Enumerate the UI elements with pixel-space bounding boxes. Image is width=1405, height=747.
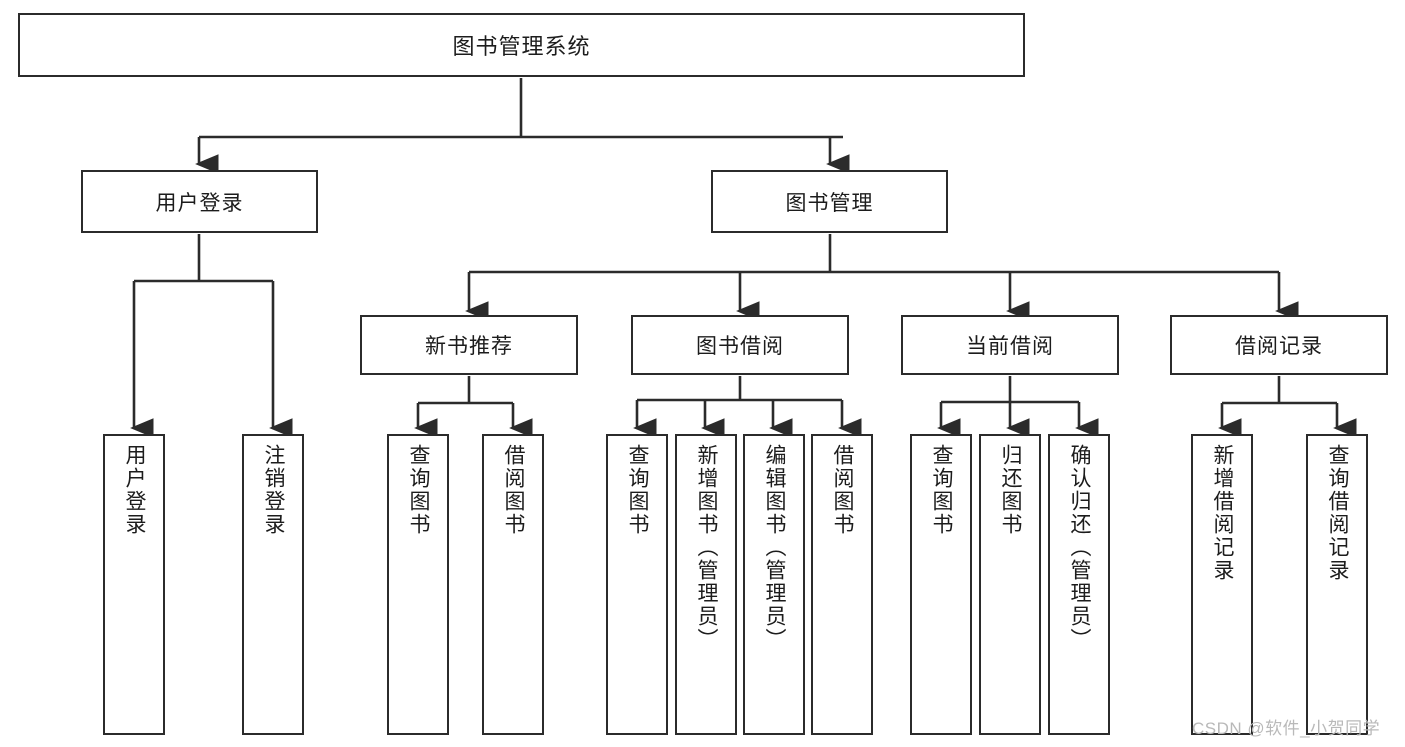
leaf-new-books-borrow[interactable]: 借阅图书 <box>482 434 544 735</box>
node-book-borrow-label: 图书借阅 <box>696 335 784 358</box>
leaf-borrow-edit-book[interactable]: 编辑图书（管理员） <box>743 434 805 735</box>
leaf-user-login-label: 用户登录 <box>123 444 147 536</box>
csdn-watermark: CSDN @软件_小贺同学 <box>1192 719 1381 738</box>
node-book-management-label: 图书管理 <box>785 191 874 215</box>
leaf-user-logout[interactable]: 注销登录 <box>242 434 304 735</box>
node-root-system-label: 图书管理系统 <box>452 34 591 59</box>
leaf-current-return-book-label: 归还图书 <box>999 444 1023 536</box>
leaf-current-confirm-return-label: 确认归还（管理员） <box>1068 444 1092 651</box>
node-user-login-label: 用户登录 <box>155 191 244 215</box>
leaf-new-books-query-label: 查询图书 <box>407 444 431 536</box>
node-borrow-records[interactable]: 借阅记录 <box>1170 315 1388 375</box>
leaf-current-confirm-return[interactable]: 确认归还（管理员） <box>1048 434 1110 735</box>
node-borrow-records-label: 借阅记录 <box>1235 335 1323 358</box>
leaf-user-login[interactable]: 用户登录 <box>103 434 165 735</box>
node-new-book-recommend[interactable]: 新书推荐 <box>360 315 578 375</box>
leaf-records-add[interactable]: 新增借阅记录 <box>1191 434 1253 735</box>
node-current-borrow[interactable]: 当前借阅 <box>901 315 1119 375</box>
node-book-borrow[interactable]: 图书借阅 <box>631 315 849 375</box>
leaf-records-query[interactable]: 查询借阅记录 <box>1306 434 1368 735</box>
leaf-borrow-query-book[interactable]: 查询图书 <box>606 434 668 735</box>
node-user-login[interactable]: 用户登录 <box>81 170 318 233</box>
leaf-borrow-add-book-label: 新增图书（管理员） <box>695 444 719 651</box>
node-new-book-recommend-label: 新书推荐 <box>425 335 513 358</box>
leaf-borrow-edit-book-label: 编辑图书（管理员） <box>763 444 787 651</box>
leaf-borrow-borrow-book[interactable]: 借阅图书 <box>811 434 873 735</box>
node-root-system[interactable]: 图书管理系统 <box>18 13 1025 77</box>
leaf-records-add-label: 新增借阅记录 <box>1211 444 1235 582</box>
leaf-user-logout-label: 注销登录 <box>262 444 286 536</box>
leaf-current-query-book-label: 查询图书 <box>930 444 954 536</box>
leaf-new-books-query[interactable]: 查询图书 <box>387 434 449 735</box>
leaf-borrow-add-book[interactable]: 新增图书（管理员） <box>675 434 737 735</box>
leaf-new-books-borrow-label: 借阅图书 <box>502 444 526 536</box>
leaf-records-query-label: 查询借阅记录 <box>1326 444 1350 582</box>
leaf-borrow-borrow-book-label: 借阅图书 <box>831 444 855 536</box>
node-current-borrow-label: 当前借阅 <box>966 335 1054 358</box>
node-book-management[interactable]: 图书管理 <box>711 170 948 233</box>
leaf-borrow-query-book-label: 查询图书 <box>626 444 650 536</box>
leaf-current-query-book[interactable]: 查询图书 <box>910 434 972 735</box>
leaf-current-return-book[interactable]: 归还图书 <box>979 434 1041 735</box>
